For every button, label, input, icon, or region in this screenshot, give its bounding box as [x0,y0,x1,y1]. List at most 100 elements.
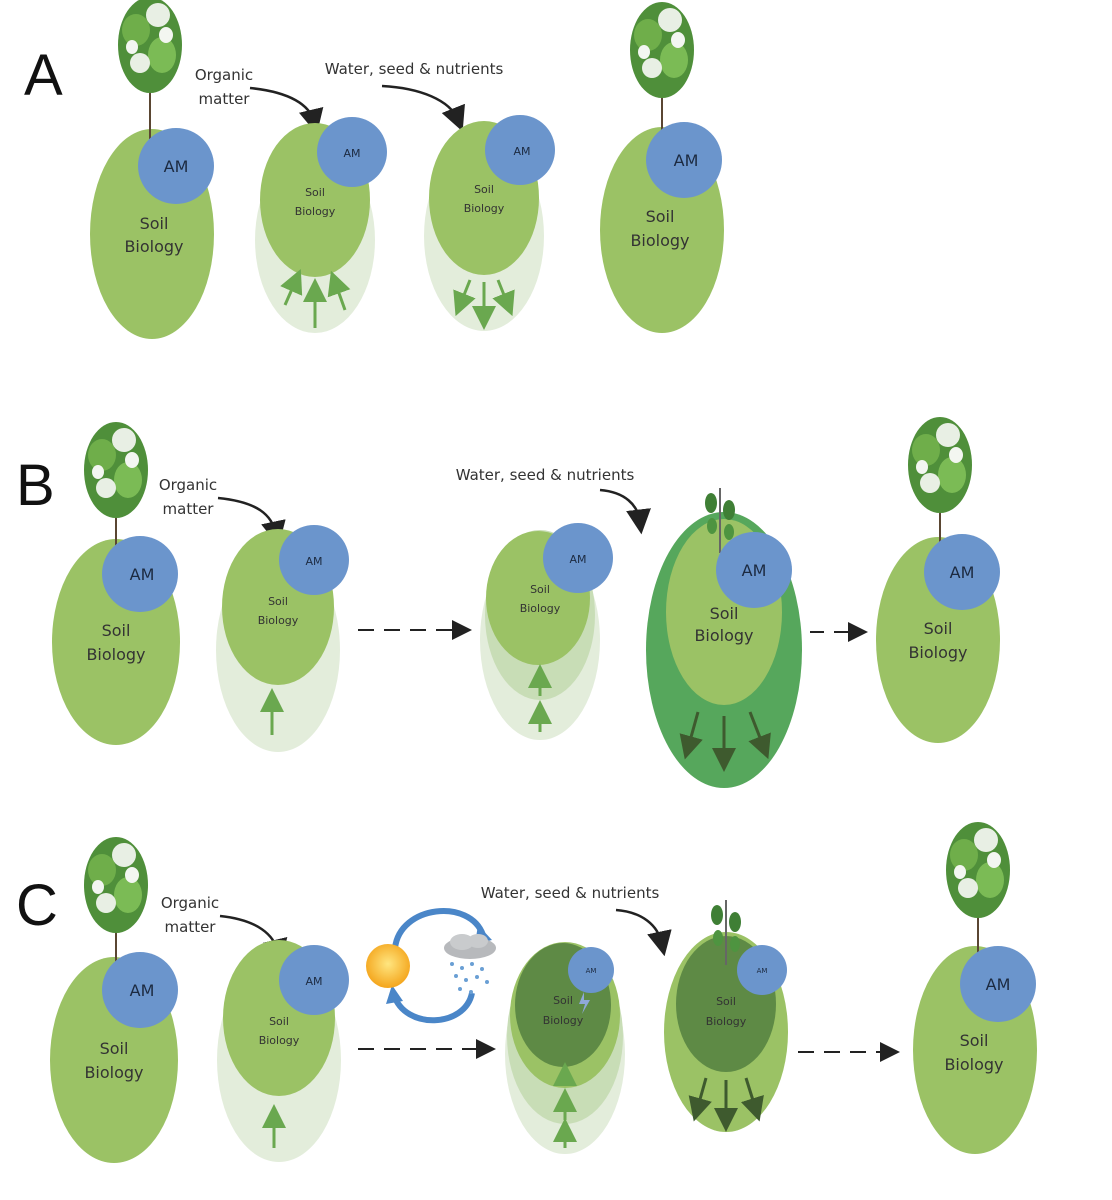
am-circle [138,128,214,204]
am-label: AM [130,981,155,1000]
soil-label: Soil [553,994,573,1007]
a-stage-2: AM Soil Biology [255,117,387,333]
rain-cloud-icon [444,934,496,994]
soil-label: Soil [924,619,953,638]
curved-arrow-icon [249,86,324,135]
b-stage-4: AM Soil Biology [646,487,802,788]
biology-label: Biology [630,231,689,250]
am-circle [485,115,555,185]
b-stage-5: AM Soil Biology [876,416,1000,743]
b-stage-1: AM Soil Biology [52,421,180,745]
biology-label: Biology [944,1055,1003,1074]
soil-label: Soil [716,995,736,1008]
biology-label: Biology [259,1034,300,1047]
biology-label: Biology [84,1063,143,1082]
water-seed-nutrients-label: Water, seed & nutrients [456,466,635,484]
cycle-arrow-icon [392,908,486,949]
arrow-down-icon [740,1077,764,1122]
curved-arrow-icon [217,496,286,547]
am-circle [279,525,349,595]
a-stage-3: AM Soil Biology [424,115,555,331]
soil-label: Soil [530,583,550,596]
am-circle [716,532,792,608]
soil-label: Soil [100,1039,129,1058]
arrow-down-icon [748,711,771,760]
am-circle [102,536,178,612]
am-label: AM [569,553,586,566]
organic-matter-label-2: matter [165,918,217,936]
am-circle [317,117,387,187]
organic-matter-label: Organic [161,894,219,912]
curved-arrow-icon [615,908,672,957]
c-stage-3: AM Soil Biology [505,942,625,1154]
curved-arrow-icon [381,84,465,132]
soil-label: Soil [140,214,169,233]
am-circle [568,947,614,993]
am-label: AM [513,145,530,158]
a-stage-1: AM Soil Biology [90,0,214,339]
biology-label: Biology [520,602,561,615]
panel-label-b: B [16,453,55,518]
am-circle [924,534,1000,610]
sun-icon [366,944,410,988]
b-stage-3: AM Soil Biology [480,523,613,740]
am-label: AM [757,967,768,975]
panel-label-c: C [16,873,58,938]
water-seed-nutrients-label: Water, seed & nutrients [325,60,504,78]
am-label: AM [130,565,155,584]
organic-matter-label-2: matter [199,90,251,108]
soil-label: Soil [646,207,675,226]
panel-a: A AM Soil Biology Organic matter AM Soil… [24,0,724,339]
cycle-arrow-icon [391,992,475,1024]
soil-label: Soil [710,604,739,623]
arrow-up-icon [327,270,351,311]
organic-matter-label: Organic [159,476,217,494]
c-stage-5: AM Soil Biology [913,821,1037,1154]
arrow-up-icon [280,269,303,306]
am-label: AM [586,967,597,975]
soil-label: Soil [474,183,494,196]
a-stage-4: AM Soil Biology [600,1,724,333]
am-circle [102,952,178,1028]
am-label: AM [305,555,322,568]
lightning-icon [579,992,590,1014]
panel-c: C AM Soil Biology Organic matter AM Soil… [16,821,1037,1163]
soil-label: Soil [305,186,325,199]
biology-label: Biology [543,1014,584,1027]
am-label: AM [305,975,322,988]
organic-matter-label: Organic [195,66,253,84]
b-stage-2: AM Soil Biology [216,525,349,752]
arrow-down-icon [492,279,515,317]
am-circle [646,122,722,198]
am-circle [279,945,349,1015]
biology-label: Biology [908,643,967,662]
soil-label: Soil [960,1031,989,1050]
biology-label: Biology [124,237,183,256]
am-circle [960,946,1036,1022]
am-circle [737,945,787,995]
am-label: AM [164,157,189,176]
soil-label: Soil [102,621,131,640]
arrow-down-icon [688,1077,712,1122]
am-label: AM [674,151,699,170]
biology-label: Biology [295,205,336,218]
water-seed-nutrients-label: Water, seed & nutrients [481,884,660,902]
c-stage-2: AM Soil Biology [217,940,349,1162]
weather-cycle [366,908,496,1024]
am-label: AM [950,563,975,582]
soil-label: Soil [269,1015,289,1028]
panel-label-a: A [24,43,63,108]
am-label: AM [986,975,1011,994]
curved-arrow-icon [599,488,651,535]
biology-label: Biology [706,1015,747,1028]
panel-b: B AM Soil Biology Organic matter AM Soil… [16,416,1000,788]
cycle-arrowhead-icon [386,985,403,1004]
c-stage-1: AM Soil Biology [50,836,178,1163]
biology-label: Biology [464,202,505,215]
am-circle [543,523,613,593]
am-label: AM [343,147,360,160]
am-label: AM [742,561,767,580]
biology-label: Biology [694,626,753,645]
c-stage-4: AM Soil Biology [664,899,788,1132]
